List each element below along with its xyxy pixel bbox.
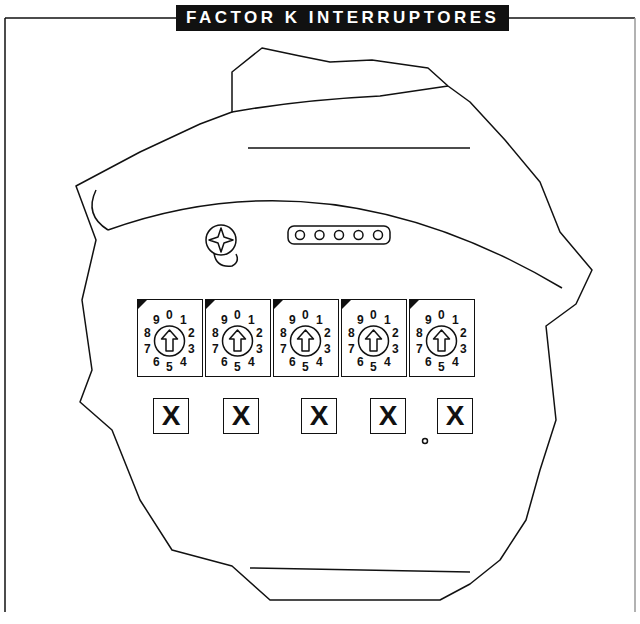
- connector-pin: [315, 231, 324, 240]
- frame-line: [5, 17, 185, 19]
- digit-placeholder: X: [379, 401, 398, 431]
- dial-digit: 8: [212, 327, 219, 339]
- dial-digit: 9: [221, 314, 228, 326]
- dial-digit: 0: [234, 309, 241, 321]
- rotary-switch: 012 34567 89: [409, 299, 475, 377]
- dial-digit: 3: [324, 343, 331, 355]
- title-band: FACTOR K INTERRUPTORES: [176, 5, 509, 31]
- dial-digit: 4: [248, 356, 255, 368]
- dial-digit: 5: [370, 361, 377, 373]
- dial-digit: 9: [357, 314, 364, 326]
- digit-window: X: [437, 398, 473, 434]
- dial-digit: 8: [280, 327, 287, 339]
- housing-edge: [250, 568, 470, 572]
- dial-digit: 6: [425, 356, 432, 368]
- digit-window: X: [223, 398, 259, 434]
- digit-window: X: [153, 398, 189, 434]
- dial-digit: 1: [384, 314, 391, 326]
- digit-placeholder: X: [310, 401, 329, 431]
- dial-digit: 7: [348, 343, 355, 355]
- housing-edge: [232, 86, 448, 112]
- dial-digit: 1: [248, 314, 255, 326]
- dial-digit: 7: [416, 343, 423, 355]
- dial-digit: 7: [212, 343, 219, 355]
- housing-edge: [92, 190, 108, 230]
- dial-digit: 2: [392, 327, 399, 339]
- dial-digit: 1: [180, 314, 187, 326]
- connector-pin: [354, 231, 363, 240]
- decimal-point: [423, 439, 428, 444]
- dial-digit: 4: [316, 356, 323, 368]
- dial-digit: 0: [166, 309, 173, 321]
- dial-digit: 2: [188, 327, 195, 339]
- dial-digit: 1: [316, 314, 323, 326]
- connector-pin: [296, 231, 305, 240]
- dial-digit: 4: [180, 356, 187, 368]
- screw-head: [206, 225, 236, 255]
- housing-edge: [248, 147, 470, 149]
- digit-window: X: [301, 398, 337, 434]
- rotary-switch: 012 34567 89: [205, 299, 271, 377]
- connector-pin: [374, 231, 383, 240]
- digit-placeholder: X: [162, 401, 181, 431]
- dial-digit: 3: [392, 343, 399, 355]
- dial-digit: 7: [144, 343, 151, 355]
- housing-outline: [76, 48, 592, 600]
- rotary-switch: 012 34567 89: [137, 299, 203, 377]
- dial-digit: 4: [452, 356, 459, 368]
- dial-digit: 2: [460, 327, 467, 339]
- dial-digit: 2: [256, 327, 263, 339]
- dial-digit: 8: [144, 327, 151, 339]
- digit-placeholder: X: [446, 401, 465, 431]
- dial-digit: 9: [289, 314, 296, 326]
- dial-digit: 0: [302, 309, 309, 321]
- dial-digit: 8: [348, 327, 355, 339]
- dial-digit: 8: [416, 327, 423, 339]
- dial-digit: 6: [221, 356, 228, 368]
- dial-digit: 5: [234, 361, 241, 373]
- dial-digit: 6: [357, 356, 364, 368]
- rotary-switch: 012 34567 89: [273, 299, 339, 377]
- digit-placeholder: X: [232, 401, 251, 431]
- dial-digit: 5: [166, 361, 173, 373]
- dial-digit: 5: [438, 361, 445, 373]
- frame-line: [505, 17, 635, 19]
- dial-digit: 7: [280, 343, 287, 355]
- dial-digit: 1: [452, 314, 459, 326]
- title-text: FACTOR K INTERRUPTORES: [186, 8, 499, 28]
- screw-slot: [209, 228, 233, 252]
- dial-digit: 2: [324, 327, 331, 339]
- dial-digit: 6: [153, 356, 160, 368]
- connector-pin: [335, 231, 344, 240]
- screw-washer: [214, 253, 237, 266]
- frame-line: [4, 18, 6, 612]
- dial-digit: 9: [153, 314, 160, 326]
- cover-arc: [108, 201, 562, 288]
- dial-digit: 4: [384, 356, 391, 368]
- dial-digit: 3: [256, 343, 263, 355]
- digit-window: X: [370, 398, 406, 434]
- dial-digit: 0: [438, 309, 445, 321]
- dial-digit: 3: [460, 343, 467, 355]
- dial-digit: 5: [302, 361, 309, 373]
- dial-digit: 9: [425, 314, 432, 326]
- dial-digit: 3: [188, 343, 195, 355]
- dial-digit: 6: [289, 356, 296, 368]
- rotary-switch: 012 34567 89: [341, 299, 407, 377]
- frame-line: [634, 18, 636, 612]
- pin-connector: [288, 226, 390, 244]
- dial-digit: 0: [370, 309, 377, 321]
